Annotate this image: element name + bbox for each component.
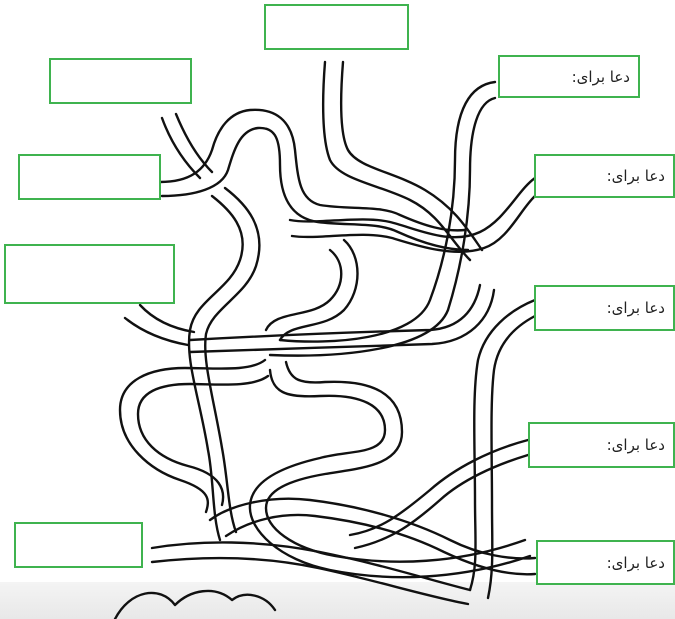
- maze-path: [160, 110, 465, 231]
- prayer-label: دعا برای:: [607, 167, 665, 185]
- maze-path: [190, 290, 494, 352]
- maze-path: [350, 440, 528, 535]
- prayer-box-2[interactable]: دعا برای:: [534, 154, 675, 198]
- maze-path: [115, 591, 275, 619]
- prayer-label: دعا برای:: [607, 554, 665, 572]
- maze-path: [140, 305, 194, 332]
- prayer-box-1[interactable]: دعا برای:: [498, 55, 640, 98]
- empty-box-upper-left[interactable]: [49, 58, 192, 104]
- empty-box-left-1[interactable]: [18, 154, 161, 200]
- maze-path: [290, 178, 535, 237]
- prayer-label: دعا برای:: [607, 299, 665, 317]
- maze-path: [355, 455, 528, 548]
- prayer-label: دعا برای:: [572, 68, 630, 86]
- prayer-box-4[interactable]: دعا برای:: [528, 422, 675, 468]
- maze-path: [341, 62, 482, 250]
- prayer-box-3[interactable]: دعا برای:: [534, 285, 675, 331]
- empty-box-lower-left[interactable]: [14, 522, 143, 568]
- maze-path: [280, 240, 358, 340]
- prayer-box-5[interactable]: دعا برای:: [536, 540, 675, 585]
- maze-path: [205, 188, 259, 532]
- prayer-label: دعا برای:: [607, 436, 665, 454]
- maze-path: [125, 318, 188, 345]
- empty-box-top[interactable]: [264, 4, 409, 50]
- empty-box-left-2[interactable]: [4, 244, 175, 304]
- maze-path: [176, 114, 212, 172]
- maze-path: [266, 250, 341, 330]
- maze-path: [138, 376, 268, 505]
